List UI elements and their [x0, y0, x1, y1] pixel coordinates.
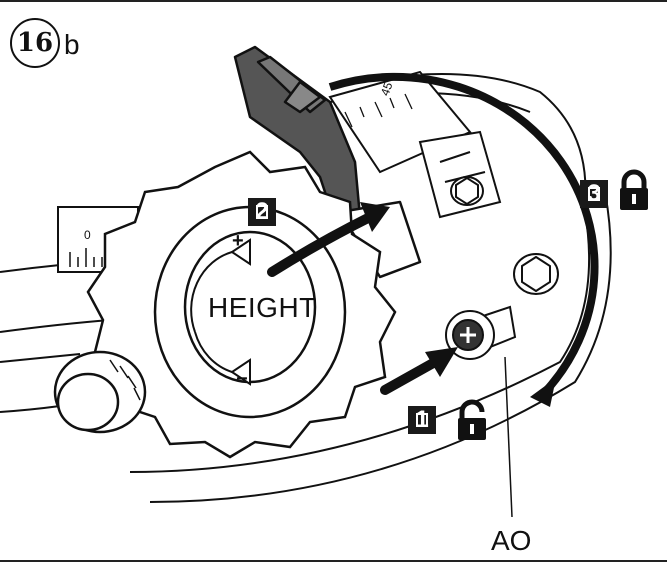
arrow-step-1 [380, 347, 458, 395]
left-scale-tick: 0 [84, 228, 91, 242]
lock-icon [620, 169, 648, 210]
step-2-badge: 2 [248, 198, 276, 226]
figure-number: 16 [10, 18, 60, 68]
small-knob [53, 350, 147, 434]
figure-letter: b [64, 29, 80, 60]
arrow-step-2 [267, 202, 390, 277]
unlock-icon [458, 399, 486, 440]
ao-callout-label: AO [491, 525, 532, 556]
dial-direction-arrows [190, 238, 251, 386]
figure-label: 16 b [10, 18, 80, 68]
ao-screw [445, 305, 517, 360]
step-3-badge: 3 [580, 180, 608, 208]
arrow-step-3 [328, 72, 599, 407]
dial-height-label: HEIGHT [208, 292, 317, 323]
hex-bolt-right [513, 253, 559, 295]
ao-leader-line [504, 356, 513, 518]
hex-bolt-upper [450, 176, 484, 206]
step-1-badge: 1 [408, 406, 436, 434]
dial-minus-sign: − [236, 368, 248, 390]
dial-plus-sign: + [232, 230, 244, 252]
